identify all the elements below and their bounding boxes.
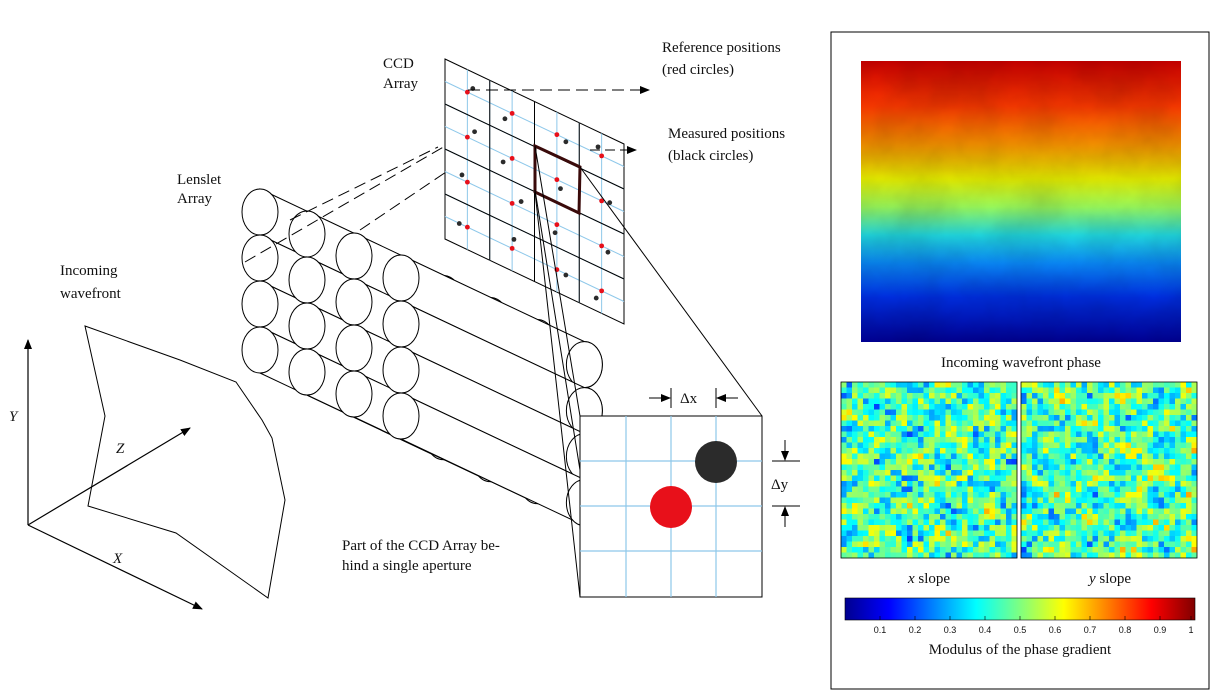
ccd-part-label-1: Part of the CCD Array be-	[342, 538, 500, 554]
colorbar-tick-label: 0.4	[979, 625, 992, 635]
phase-caption: Incoming wavefront phase	[941, 355, 1101, 371]
reference-positions-label-1: Reference positions	[662, 40, 781, 56]
x-slope-image	[840, 381, 1018, 559]
colorbar-tick-label: 0.7	[1084, 625, 1097, 635]
reference-dot	[599, 243, 605, 249]
measured-dot	[500, 159, 506, 165]
delta-markers	[649, 388, 800, 527]
lenslet-array-label-2: Array	[177, 191, 212, 207]
ccd-highlight-cell	[533, 143, 582, 216]
reference-dot	[554, 132, 560, 138]
x-axis-label: X	[112, 551, 123, 567]
wavefront-phase-image	[861, 61, 1181, 342]
measured-dot	[558, 186, 563, 192]
reference-spot	[650, 486, 692, 528]
measured-dot	[459, 172, 465, 178]
colorbar-caption: Modulus of the phase gradient	[929, 642, 1112, 658]
reference-dot	[509, 245, 515, 251]
incoming-wavefront-label-2: wavefront	[60, 286, 122, 302]
aperture-zoom	[579, 415, 763, 598]
reference-dot	[554, 177, 560, 183]
measured-dot	[518, 199, 524, 204]
reference-dot	[464, 134, 470, 140]
colorbar-tick-label: 0.1	[874, 625, 887, 635]
z-axis-label: Z	[116, 441, 125, 457]
y-slope-caption: y slope	[1087, 571, 1131, 587]
reference-dot	[599, 288, 605, 294]
reference-dot	[599, 198, 605, 204]
measured-dot	[502, 116, 508, 122]
colorbar-tick-label: 1	[1188, 625, 1193, 635]
y-axis-label: Y	[9, 409, 19, 425]
colorbar-tick-label: 0.6	[1049, 625, 1062, 635]
measured-dot	[607, 200, 613, 206]
colorbar-tick-label: 0.5	[1014, 625, 1027, 635]
incoming-wavefront-shape	[84, 325, 286, 599]
delta-y-label: Δy	[771, 477, 789, 493]
zoom-lines	[534, 145, 763, 598]
measured-dot	[456, 221, 462, 226]
measured-dot	[472, 129, 477, 135]
colorbar-tick-label: 0.9	[1154, 625, 1167, 635]
lenslet-array-label-1: Lenslet	[177, 172, 222, 188]
ccd-array-label-2: Array	[383, 76, 418, 92]
x-axis	[27, 524, 203, 610]
measured-positions-label-1: Measured positions	[668, 126, 785, 142]
colorbar-tick-label: 0.8	[1119, 625, 1132, 635]
reference-positions-label-2: (red circles)	[662, 62, 734, 78]
measured-dot	[605, 249, 611, 255]
ccd-array	[444, 58, 625, 325]
colorbar-ticks: 0.1 0.2 0.3 0.4 0.5 0.6 0.7 0.8 0.9 1	[874, 616, 1194, 635]
measured-spot	[695, 441, 737, 483]
reference-dot	[464, 224, 470, 230]
ccd-part-label-2: hind a single aperture	[342, 558, 472, 574]
measured-dot	[593, 295, 599, 301]
y-slope-var: y	[1087, 571, 1096, 587]
measured-dot	[563, 272, 569, 278]
reference-dot	[509, 110, 515, 116]
reference-dot	[599, 153, 605, 159]
reference-dot	[554, 222, 560, 228]
reference-dot	[464, 89, 470, 95]
delta-x-label: Δx	[680, 391, 698, 407]
reference-dot	[509, 155, 515, 161]
measured-positions-label-2: (black circles)	[668, 148, 753, 164]
ccd-spots	[456, 86, 613, 301]
reference-dot	[509, 200, 515, 206]
y-slope-image	[1020, 381, 1198, 559]
x-slope-word: slope	[915, 571, 951, 587]
ccd-array-label-1: CCD	[383, 56, 414, 72]
measured-dot	[511, 236, 517, 242]
x-slope-var: x	[907, 571, 915, 587]
measured-dot	[552, 230, 558, 236]
y-slope-word: slope	[1096, 571, 1132, 587]
z-axis	[27, 427, 191, 526]
x-slope-caption: x slope	[907, 571, 950, 587]
colorbar-tick-label: 0.2	[909, 625, 922, 635]
lenslet-array	[241, 188, 603, 527]
measured-dot	[595, 144, 601, 150]
incoming-wavefront-label-1: Incoming	[60, 263, 118, 279]
coordinate-axes	[24, 339, 203, 610]
projection-lines	[244, 141, 453, 263]
measured-dot	[563, 139, 569, 145]
colorbar-tick-label: 0.3	[944, 625, 957, 635]
reference-dot	[464, 179, 470, 185]
lenslet	[382, 254, 603, 389]
